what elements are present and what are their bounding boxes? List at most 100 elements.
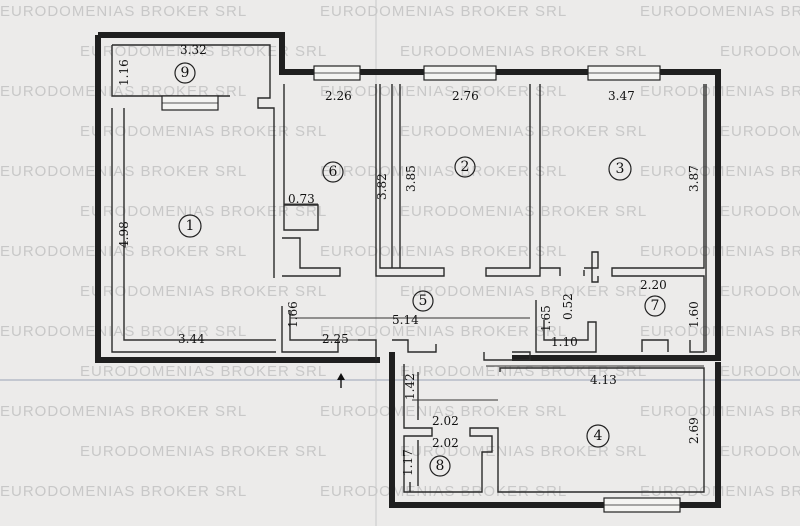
- dimension-lines: [124, 203, 704, 401]
- room-number: 6: [329, 164, 338, 180]
- dimension-label: 2.20: [640, 278, 667, 292]
- watermark: EURODOMENIAS BROKER SRL: [400, 363, 647, 380]
- dimension-label: 3.87: [687, 165, 701, 192]
- windows: [161, 65, 681, 513]
- dimension-label: 2.25: [322, 332, 349, 346]
- watermark: EURODOMENIAS BROKER SRL: [400, 43, 647, 60]
- room-number: 9: [181, 65, 190, 81]
- inner-wall: [485, 84, 541, 277]
- room-number: 7: [651, 298, 660, 314]
- dimension-label: 5.14: [392, 313, 419, 327]
- watermark: EURODOMENIAS BROKER SRL: [80, 363, 327, 380]
- dimension-label: 2.26: [325, 89, 352, 103]
- room-marker-1: 1: [178, 214, 202, 238]
- watermark: EURODOMENIAS BROKER SRL: [0, 243, 247, 260]
- inner-wall: [112, 44, 275, 278]
- entrance-arrow-icon: [337, 373, 345, 388]
- inner-wall: [483, 351, 531, 361]
- watermark: EURODOMENIAS BROKER SRL: [80, 203, 327, 220]
- watermark: EURODOMENIAS BROKER SRL: [80, 283, 327, 300]
- dimension-label: 3.32: [180, 43, 207, 57]
- inner-wall: [375, 84, 445, 277]
- walls: [95, 32, 721, 508]
- inner-wall: [641, 339, 669, 352]
- room-marker-2: 2: [454, 156, 476, 178]
- dimension-label: 1.42: [403, 373, 417, 400]
- outer-wall: [389, 352, 721, 508]
- room-markers: 1 2 3 4 5 6 7 8: [174, 62, 666, 477]
- watermark: EURODOMENIAS BROKER SRL: [400, 443, 647, 460]
- inner-wall: [281, 306, 339, 353]
- watermark: EURODOMENIAS BROKER SRL: [720, 203, 800, 220]
- room-number: 8: [436, 458, 445, 474]
- inner-wall: [540, 267, 561, 276]
- watermark: EURODOMENIAS BROKER SRL: [0, 163, 247, 180]
- watermark: EURODOMENIAS BROKER SRL: [720, 363, 800, 380]
- inner-wall: [403, 364, 705, 493]
- room-number: 1: [186, 218, 195, 234]
- watermark: EURODOMENIAS BROKER SRL: [720, 43, 800, 60]
- inner-wall: [282, 237, 341, 277]
- inner-wall: [584, 251, 599, 283]
- inner-wall: [283, 84, 319, 231]
- watermark: EURODOMENIAS BROKER SRL: [720, 123, 800, 140]
- outer-wall: [95, 35, 380, 363]
- watermark: EURODOMENIAS BROKER SRL: [80, 123, 327, 140]
- watermark: EURODOMENIAS BROKER SRL: [0, 3, 247, 20]
- inner-wall: [611, 84, 705, 353]
- inner-wall: [392, 339, 437, 353]
- outer-wall: [98, 32, 721, 361]
- dimension-label: 3.85: [404, 165, 418, 192]
- watermark: EURODOMENIAS BROKER SRL: [320, 403, 567, 420]
- watermark: EURODOMENIAS BROKER SRL: [80, 43, 327, 60]
- dimension-label: 1.66: [286, 301, 300, 328]
- dimension-label: 0.52: [561, 293, 575, 320]
- watermark: EURODOMENIAS BROKER SRL: [0, 403, 247, 420]
- watermark: EURODOMENIAS BROKER SRL: [320, 3, 567, 20]
- watermark-layer: EURODOMENIAS BROKER SRL EURODOMENIAS BRO…: [0, 3, 800, 500]
- watermark: EURODOMENIAS BROKER SRL: [400, 283, 647, 300]
- dimension-label: 2.76: [452, 89, 479, 103]
- dimension-label: 2.02: [432, 414, 459, 428]
- watermark: EURODOMENIAS BROKER SRL: [0, 323, 247, 340]
- watermark: EURODOMENIAS BROKER SRL: [320, 323, 567, 340]
- watermark: EURODOMENIAS BROKER SRL: [400, 123, 647, 140]
- inner-wall: [123, 108, 276, 341]
- room-number: 5: [419, 293, 428, 309]
- watermark: EURODOMENIAS BROKER SRL: [320, 83, 567, 100]
- dimension-label: 1.60: [687, 301, 701, 328]
- dimension-label: 1.17: [401, 449, 415, 476]
- watermark: EURODOMENIAS BROKER SRL: [720, 443, 800, 460]
- dimension-label: 4.98: [117, 221, 131, 248]
- dimension-label: 3.44: [178, 332, 205, 346]
- room-marker-9: 9: [174, 62, 196, 84]
- watermark: EURODOMENIAS BROKER SRL: [320, 163, 567, 180]
- watermark: EURODOMENIAS BROKER SRL: [80, 443, 327, 460]
- dimension-label: 1.16: [117, 59, 131, 86]
- watermark: EURODOMENIAS BROKER SRL: [0, 483, 247, 500]
- room-marker-6: 6: [322, 161, 344, 183]
- dimension-label: 0.73: [288, 192, 315, 206]
- room-number: 4: [594, 428, 603, 444]
- dimension-label: 2.69: [687, 417, 701, 444]
- dimension-label: 3.47: [608, 89, 635, 103]
- inner-wall: [111, 108, 276, 353]
- dimension-label: 1.10: [551, 335, 578, 349]
- room-marker-3: 3: [608, 157, 632, 181]
- dimension-labels: 3.32 1.16 2.26 2.76 3.47 3.82 3.85 3.87 …: [117, 43, 701, 476]
- room-number: 3: [616, 161, 625, 177]
- watermark: EURODOMENIAS BROKER SRL: [720, 283, 800, 300]
- room-marker-5: 5: [412, 290, 434, 312]
- room-number: 2: [461, 159, 470, 175]
- dimension-label: 1.65: [539, 305, 553, 332]
- watermark: EURODOMENIAS BROKER SRL: [320, 243, 567, 260]
- watermark: EURODOMENIAS BROKER SRL: [640, 3, 800, 20]
- watermark: EURODOMENIAS BROKER SRL: [400, 203, 647, 220]
- room-marker-7: 7: [644, 295, 666, 317]
- dimension-label: 3.82: [375, 173, 389, 200]
- room-marker-8: 8: [429, 455, 451, 477]
- dimension-label: 2.02: [432, 436, 459, 450]
- dimension-label: 4.13: [590, 373, 617, 387]
